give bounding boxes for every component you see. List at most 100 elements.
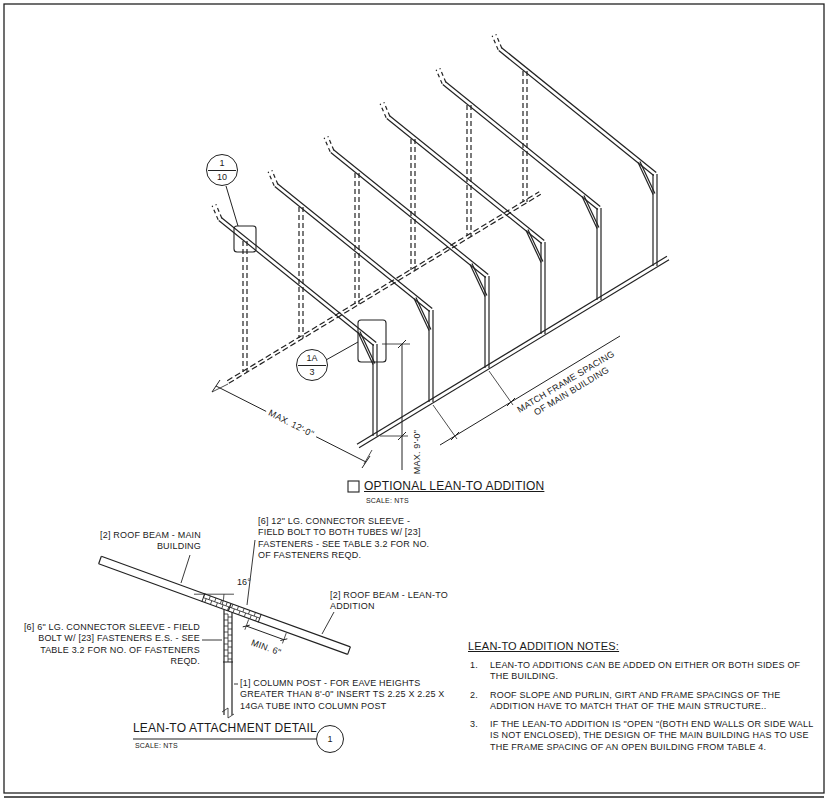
connector-sleeve xyxy=(222,605,223,609)
extension-line xyxy=(245,619,249,629)
connector-sleeve xyxy=(220,600,221,604)
main-building-column xyxy=(466,105,467,236)
extension-line xyxy=(364,450,372,464)
main-building-column xyxy=(470,105,471,236)
illustration xyxy=(99,34,669,718)
extension-line xyxy=(433,405,457,439)
main-building-roof xyxy=(492,36,498,50)
title-underline xyxy=(133,738,316,739)
note-text: ROOF SLOPE AND PURLIN, GIRT AND FRAME SP… xyxy=(490,690,815,713)
extension-line xyxy=(489,371,513,405)
main-building-column xyxy=(302,207,303,338)
roof-beam xyxy=(501,47,656,172)
part-label: [2] ROOF BEAM - MAIN BUILDING xyxy=(96,530,201,553)
callout-number: 10 xyxy=(208,170,236,182)
roof-beam xyxy=(387,119,542,244)
dimension-tick xyxy=(280,639,287,641)
main-building-column xyxy=(354,173,355,304)
main-building-column xyxy=(522,71,523,202)
dimension-tick xyxy=(451,432,459,440)
main-building-roof xyxy=(268,172,274,186)
knee-brace xyxy=(414,298,429,330)
connector-sleeve xyxy=(228,647,232,648)
dimension-text: MIN. 6" xyxy=(249,637,282,658)
note-text: LEAN-TO ADDITIONS CAN BE ADDED ON EITHER… xyxy=(490,660,815,683)
connector-sleeve xyxy=(228,653,232,654)
main-building-roof xyxy=(324,138,330,152)
note-number: 1. xyxy=(470,660,478,671)
connector-sleeve xyxy=(228,623,232,624)
main-building-roof xyxy=(436,70,442,84)
dimension-tick xyxy=(507,398,515,406)
connector-sleeve xyxy=(226,602,227,606)
leader-line xyxy=(234,684,238,685)
dimension-line xyxy=(216,386,366,462)
knee-brace xyxy=(638,162,653,194)
roof-beam xyxy=(331,153,486,278)
note-text: IF THE LEAN-TO ADDITION IS "OPEN "(BOTH … xyxy=(490,719,815,753)
connector-sleeve xyxy=(216,603,217,607)
scale-note: SCALE: NTS xyxy=(366,497,409,506)
extension-line xyxy=(380,436,408,437)
connector-sleeve xyxy=(250,615,251,619)
connector-sleeve xyxy=(244,613,245,617)
knee-brace xyxy=(526,230,541,262)
connector-sleeve xyxy=(232,604,233,608)
roof-beam xyxy=(101,556,231,603)
dimension-tick xyxy=(362,456,370,468)
main-building-roof xyxy=(380,104,386,118)
connector-sleeve xyxy=(256,617,257,621)
column-post xyxy=(656,174,657,266)
extension-line xyxy=(282,633,286,643)
connector-sleeve xyxy=(228,635,232,636)
roof-beam xyxy=(348,647,351,655)
connector-sleeve xyxy=(205,599,206,603)
drawing-title: OPTIONAL LEAN-TO ADDITION xyxy=(364,479,544,494)
part-label: [6] 6" LG. CONNECTOR SLEEVE - FIELD BOLT… xyxy=(14,622,200,667)
connector-sleeve xyxy=(254,612,255,616)
knee-brace xyxy=(360,332,375,364)
callout-number: 1 xyxy=(325,734,334,744)
part-label: [2] ROOF BEAM - LEAN-TO ADDITION xyxy=(330,590,448,613)
knee-brace xyxy=(528,230,543,262)
connector-sleeve xyxy=(224,620,228,621)
connector-sleeve xyxy=(224,614,228,615)
dimension-line xyxy=(402,344,403,470)
angle-text: 16° xyxy=(237,577,251,588)
dimension-text: MATCH FRAME SPACING OF MAIN BUILDING xyxy=(513,347,626,427)
drawing-title: LEAN-TO ATTACHMENT DETAIL xyxy=(133,721,317,736)
note-number: 3. xyxy=(470,719,478,730)
angle-reference xyxy=(194,594,234,595)
connector-sleeve xyxy=(224,644,228,645)
main-building-column xyxy=(526,71,527,202)
dimension-tick xyxy=(398,340,406,348)
connector-sleeve xyxy=(223,662,233,663)
connector-sleeve xyxy=(215,598,216,602)
roof-beam xyxy=(99,564,229,611)
note-number: 2. xyxy=(470,690,478,701)
callout-number: 1A xyxy=(304,353,319,363)
callout-circle: 1 xyxy=(316,725,344,753)
column-post xyxy=(544,242,545,334)
connector-sleeve xyxy=(243,608,244,612)
detail-box xyxy=(234,226,256,252)
leader-line xyxy=(181,555,190,583)
knee-brace xyxy=(584,196,599,228)
main-building-column xyxy=(414,139,415,270)
angle-arc xyxy=(222,594,224,604)
column-post xyxy=(231,612,232,715)
main-building-column xyxy=(298,207,299,338)
column-post xyxy=(432,310,433,402)
connector-sleeve xyxy=(237,606,238,610)
connector-sleeve xyxy=(224,632,228,633)
scale-note: SCALE: NTS xyxy=(135,742,178,751)
extension-line xyxy=(212,384,228,392)
extension-line xyxy=(382,344,410,345)
callout-number: 1 xyxy=(217,158,226,168)
connector-sleeve xyxy=(224,638,228,639)
roof-beam xyxy=(443,85,598,210)
connector-sleeve xyxy=(228,659,232,660)
main-building-base xyxy=(229,194,541,383)
dimension-text: MAX. 9'-0" xyxy=(412,430,423,474)
roof-beam xyxy=(275,187,430,312)
